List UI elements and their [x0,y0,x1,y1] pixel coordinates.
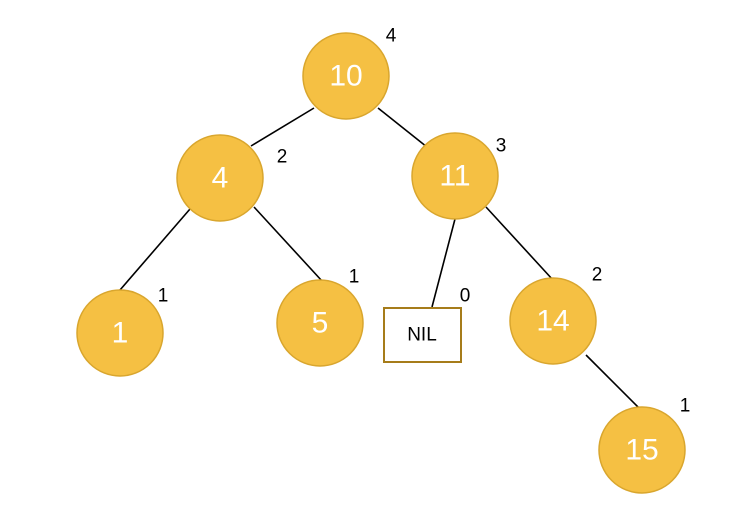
tree-node-15: 15 [598,406,686,494]
edge-4-5 [253,206,323,282]
height-label: 1 [680,396,691,417]
tree-node-11: 11 [411,132,499,220]
edge-4-1 [119,208,191,291]
height-label: 3 [496,136,507,157]
edge-14-15 [585,354,641,410]
edge-10-11 [377,107,433,152]
tree-node-nil: NIL [383,307,462,363]
height-label: 2 [277,147,288,168]
tree-node-4: 4 [176,134,264,222]
tree-node-1: 1 [76,289,164,377]
node-label: 1 [112,317,129,350]
edge-11-14 [485,206,554,281]
nil-label: NIL [407,325,437,346]
height-label: 1 [349,267,360,288]
node-label: 10 [329,60,362,93]
edge-11-nil [431,218,456,308]
tree-node-10: 10 [302,32,390,120]
node-label: 14 [536,305,569,338]
height-label: 1 [158,286,169,307]
node-label: 4 [212,162,229,195]
tree-node-5: 5 [276,279,364,367]
edge-10-4 [250,107,315,147]
height-label: 0 [460,286,471,307]
node-label: 5 [312,307,329,340]
node-label: 11 [439,160,470,193]
tree-node-14: 14 [509,277,597,365]
node-label: 15 [625,434,658,467]
height-label: 2 [592,265,603,286]
height-label: 4 [386,26,397,47]
